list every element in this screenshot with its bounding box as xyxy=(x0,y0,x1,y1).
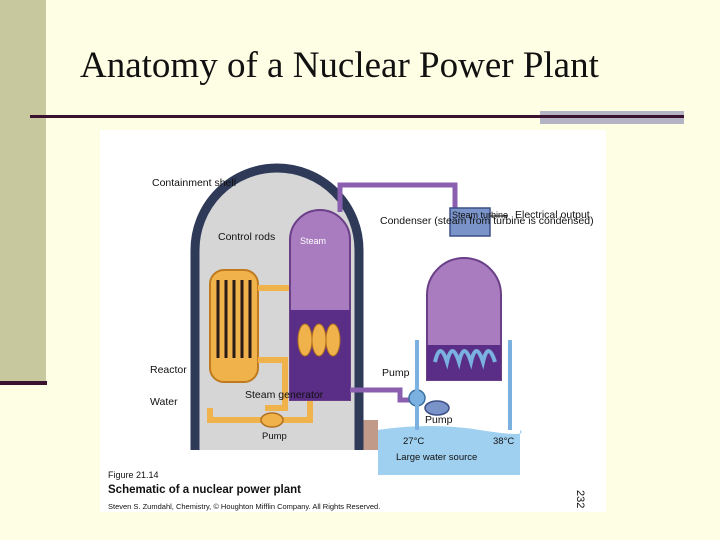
slide-sidebar-line xyxy=(0,381,47,385)
steam-generator-coils xyxy=(297,323,341,357)
secondary-pump-icon xyxy=(424,400,450,416)
steam-line xyxy=(337,182,458,212)
label-pump-secondary: Pump xyxy=(425,414,453,426)
slide-title: Anatomy of a Nuclear Power Plant xyxy=(80,45,599,86)
label-water-source: Large water source xyxy=(396,452,477,463)
slide-sidebar-band xyxy=(0,0,46,383)
page-number: 232 xyxy=(574,490,586,509)
diagram-figure: Containment shell Control rods Steam Rea… xyxy=(100,130,606,512)
label-condenser: Condenser (steam from turbine is condens… xyxy=(380,215,594,227)
primary-pump-icon xyxy=(260,412,284,428)
label-electrical-output: Electrical output xyxy=(515,209,590,221)
condenser-coil xyxy=(433,349,497,370)
label-steam: Steam xyxy=(300,236,326,246)
label-steam-turbine: Steam turbine xyxy=(452,210,508,220)
title-rule xyxy=(30,115,684,118)
label-water: Water xyxy=(150,396,178,408)
label-temp-out: 38°C xyxy=(493,436,514,447)
figure-number: Figure 21.14 xyxy=(108,470,159,480)
water-source xyxy=(378,426,522,475)
label-temp-in: 27°C xyxy=(403,436,424,447)
figure-credit: Steven S. Zumdahl, Chemistry, © Houghton… xyxy=(108,502,381,511)
cooling-water-loop xyxy=(415,340,512,430)
label-reactor: Reactor xyxy=(150,364,187,376)
label-pump-condenser: Pump xyxy=(382,367,410,379)
label-containment: Containment shell xyxy=(152,177,236,189)
steam-turbine xyxy=(449,207,491,237)
nuclear-plant-schematic: Containment shell Control rods Steam Rea… xyxy=(150,163,594,475)
label-steam-generator: Steam generator xyxy=(245,389,324,401)
label-pump-primary: Pump xyxy=(262,431,287,442)
label-control-rods: Control rods xyxy=(218,231,275,243)
figure-caption-title: Schematic of a nuclear power plant xyxy=(108,484,301,496)
control-rods xyxy=(216,280,252,358)
